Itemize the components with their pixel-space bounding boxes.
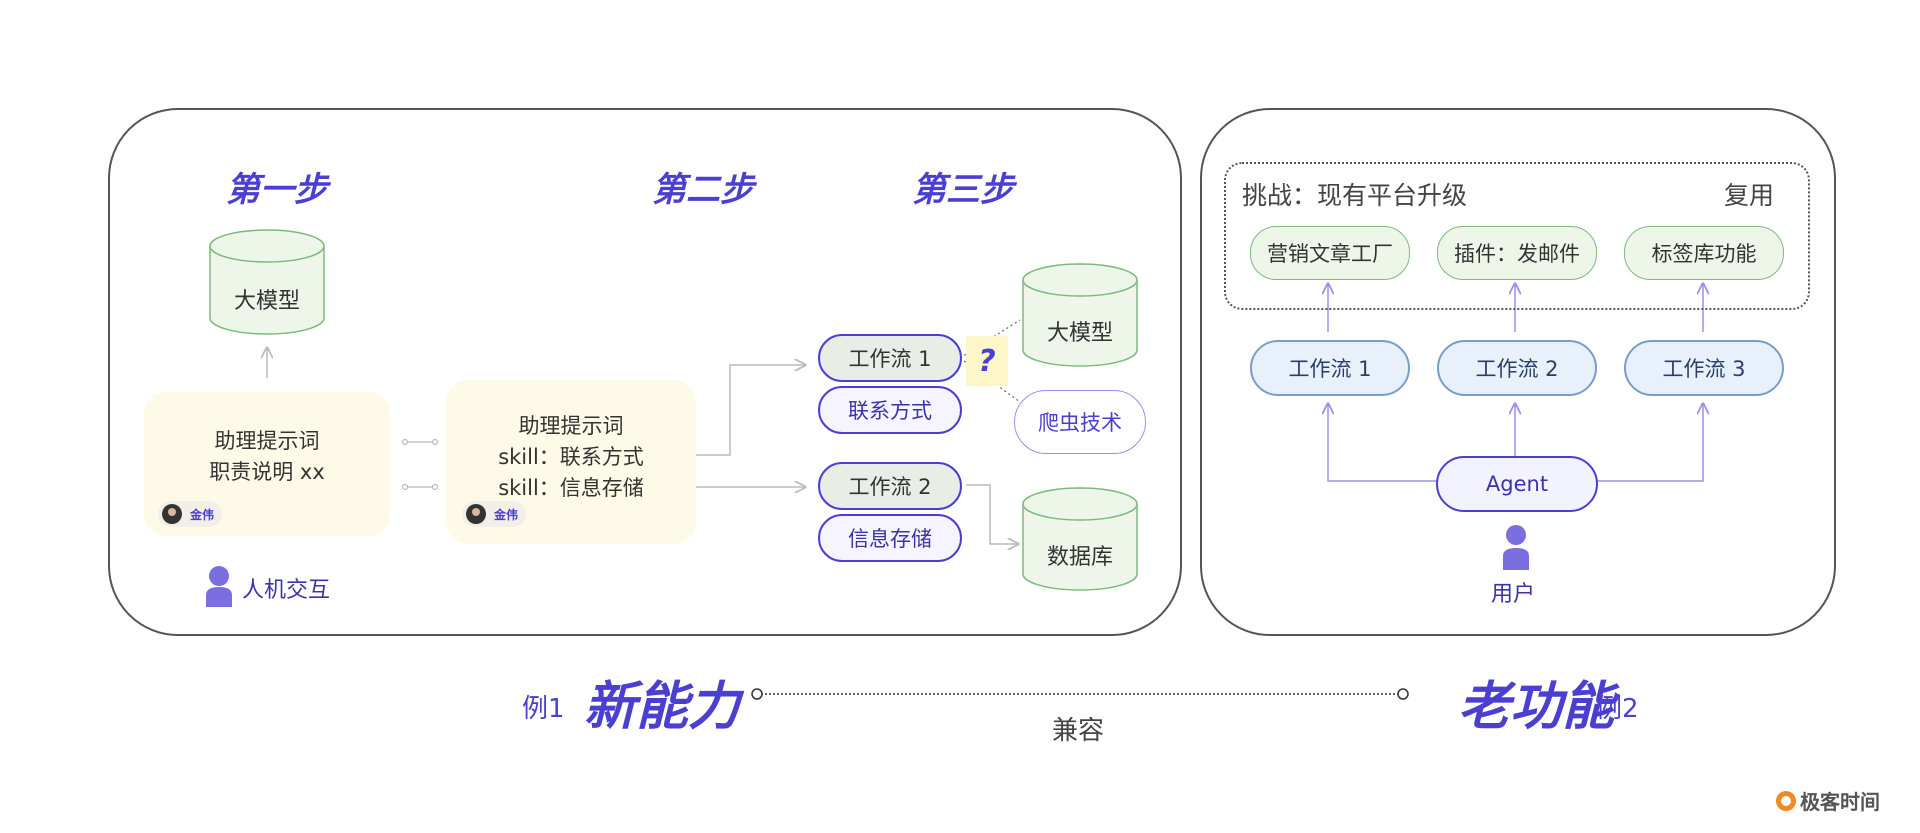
brand-icon [1776, 790, 1796, 811]
info-store-pill: 信息存储 [818, 514, 962, 562]
author-name: 金伟 [190, 507, 215, 522]
llm-cylinder-right: 大模型 [1021, 262, 1139, 368]
step-2-label: 第二步 [652, 170, 754, 210]
llm-label: 大模型 [233, 289, 300, 314]
step-3-label: 第三步 [912, 170, 1014, 210]
step-1-label: 第一步 [226, 170, 328, 210]
cylinder-shape [1022, 263, 1138, 367]
author-name: 金伟 [494, 507, 519, 522]
new-capability-title: 新能力 [584, 677, 741, 737]
brand-logo: 极客时间 [1776, 786, 1880, 815]
compat-label: 兼容 [1052, 716, 1105, 746]
crawler-pill: 爬虫技术 [1014, 390, 1146, 454]
card2-line3: skill：信息存储 [498, 476, 644, 500]
example2-suffix: 例2 [1596, 694, 1639, 724]
question-text: ? [978, 343, 996, 379]
feature-tag-library: 标签库功能 [1624, 226, 1784, 280]
user-label: 用户 [1491, 582, 1536, 607]
user-icon [1503, 525, 1529, 570]
reuse-label: 复用 [1724, 181, 1775, 210]
card1-line2: 职责说明 xx [209, 460, 325, 484]
feature-email-plugin: 插件：发邮件 [1437, 226, 1597, 280]
card2-line2: skill：联系方式 [498, 445, 644, 469]
workflow-1-blue: 工作流 1 [1250, 340, 1410, 396]
example1-prefix: 例1 [522, 694, 565, 724]
example2-panel [1200, 108, 1836, 636]
llm-cylinder: 大模型 [208, 228, 326, 336]
example1-panel [108, 108, 1182, 636]
workflow-3-blue: 工作流 3 [1624, 340, 1784, 396]
avatar [162, 504, 182, 524]
card2-line1: 助理提示词 [518, 414, 624, 438]
contact-pill: 联系方式 [818, 386, 962, 434]
challenge-box [1224, 162, 1810, 310]
card1-line1: 助理提示词 [214, 429, 320, 453]
author-tag-1: 金伟 [158, 501, 223, 527]
brand-name: 极客时间 [1800, 790, 1880, 814]
database-label: 数据库 [1046, 545, 1113, 570]
person-icon [206, 566, 232, 607]
workflow-1-pill: 工作流 1 [818, 334, 962, 382]
question-mark: ? [966, 336, 1008, 386]
workflow-2-pill: 工作流 2 [818, 462, 962, 510]
llm-right-label: 大模型 [1046, 321, 1113, 346]
avatar [466, 504, 486, 524]
agent-pill: Agent [1436, 456, 1598, 512]
cylinder-shape [209, 229, 325, 335]
feature-marketing-factory: 营销文章工厂 [1250, 226, 1410, 280]
database-cylinder: 数据库 [1021, 486, 1139, 592]
workflow-2-blue: 工作流 2 [1437, 340, 1597, 396]
challenge-label: 挑战：现有平台升级 [1242, 181, 1468, 210]
author-tag-2: 金伟 [462, 501, 527, 527]
cylinder-shape [1022, 487, 1138, 591]
assistant-prompt-card-1: 助理提示词 职责说明 xx [144, 392, 390, 536]
old-feature-title: 老功能 [1458, 677, 1615, 737]
human-interaction-label: 人机交互 [242, 578, 331, 603]
